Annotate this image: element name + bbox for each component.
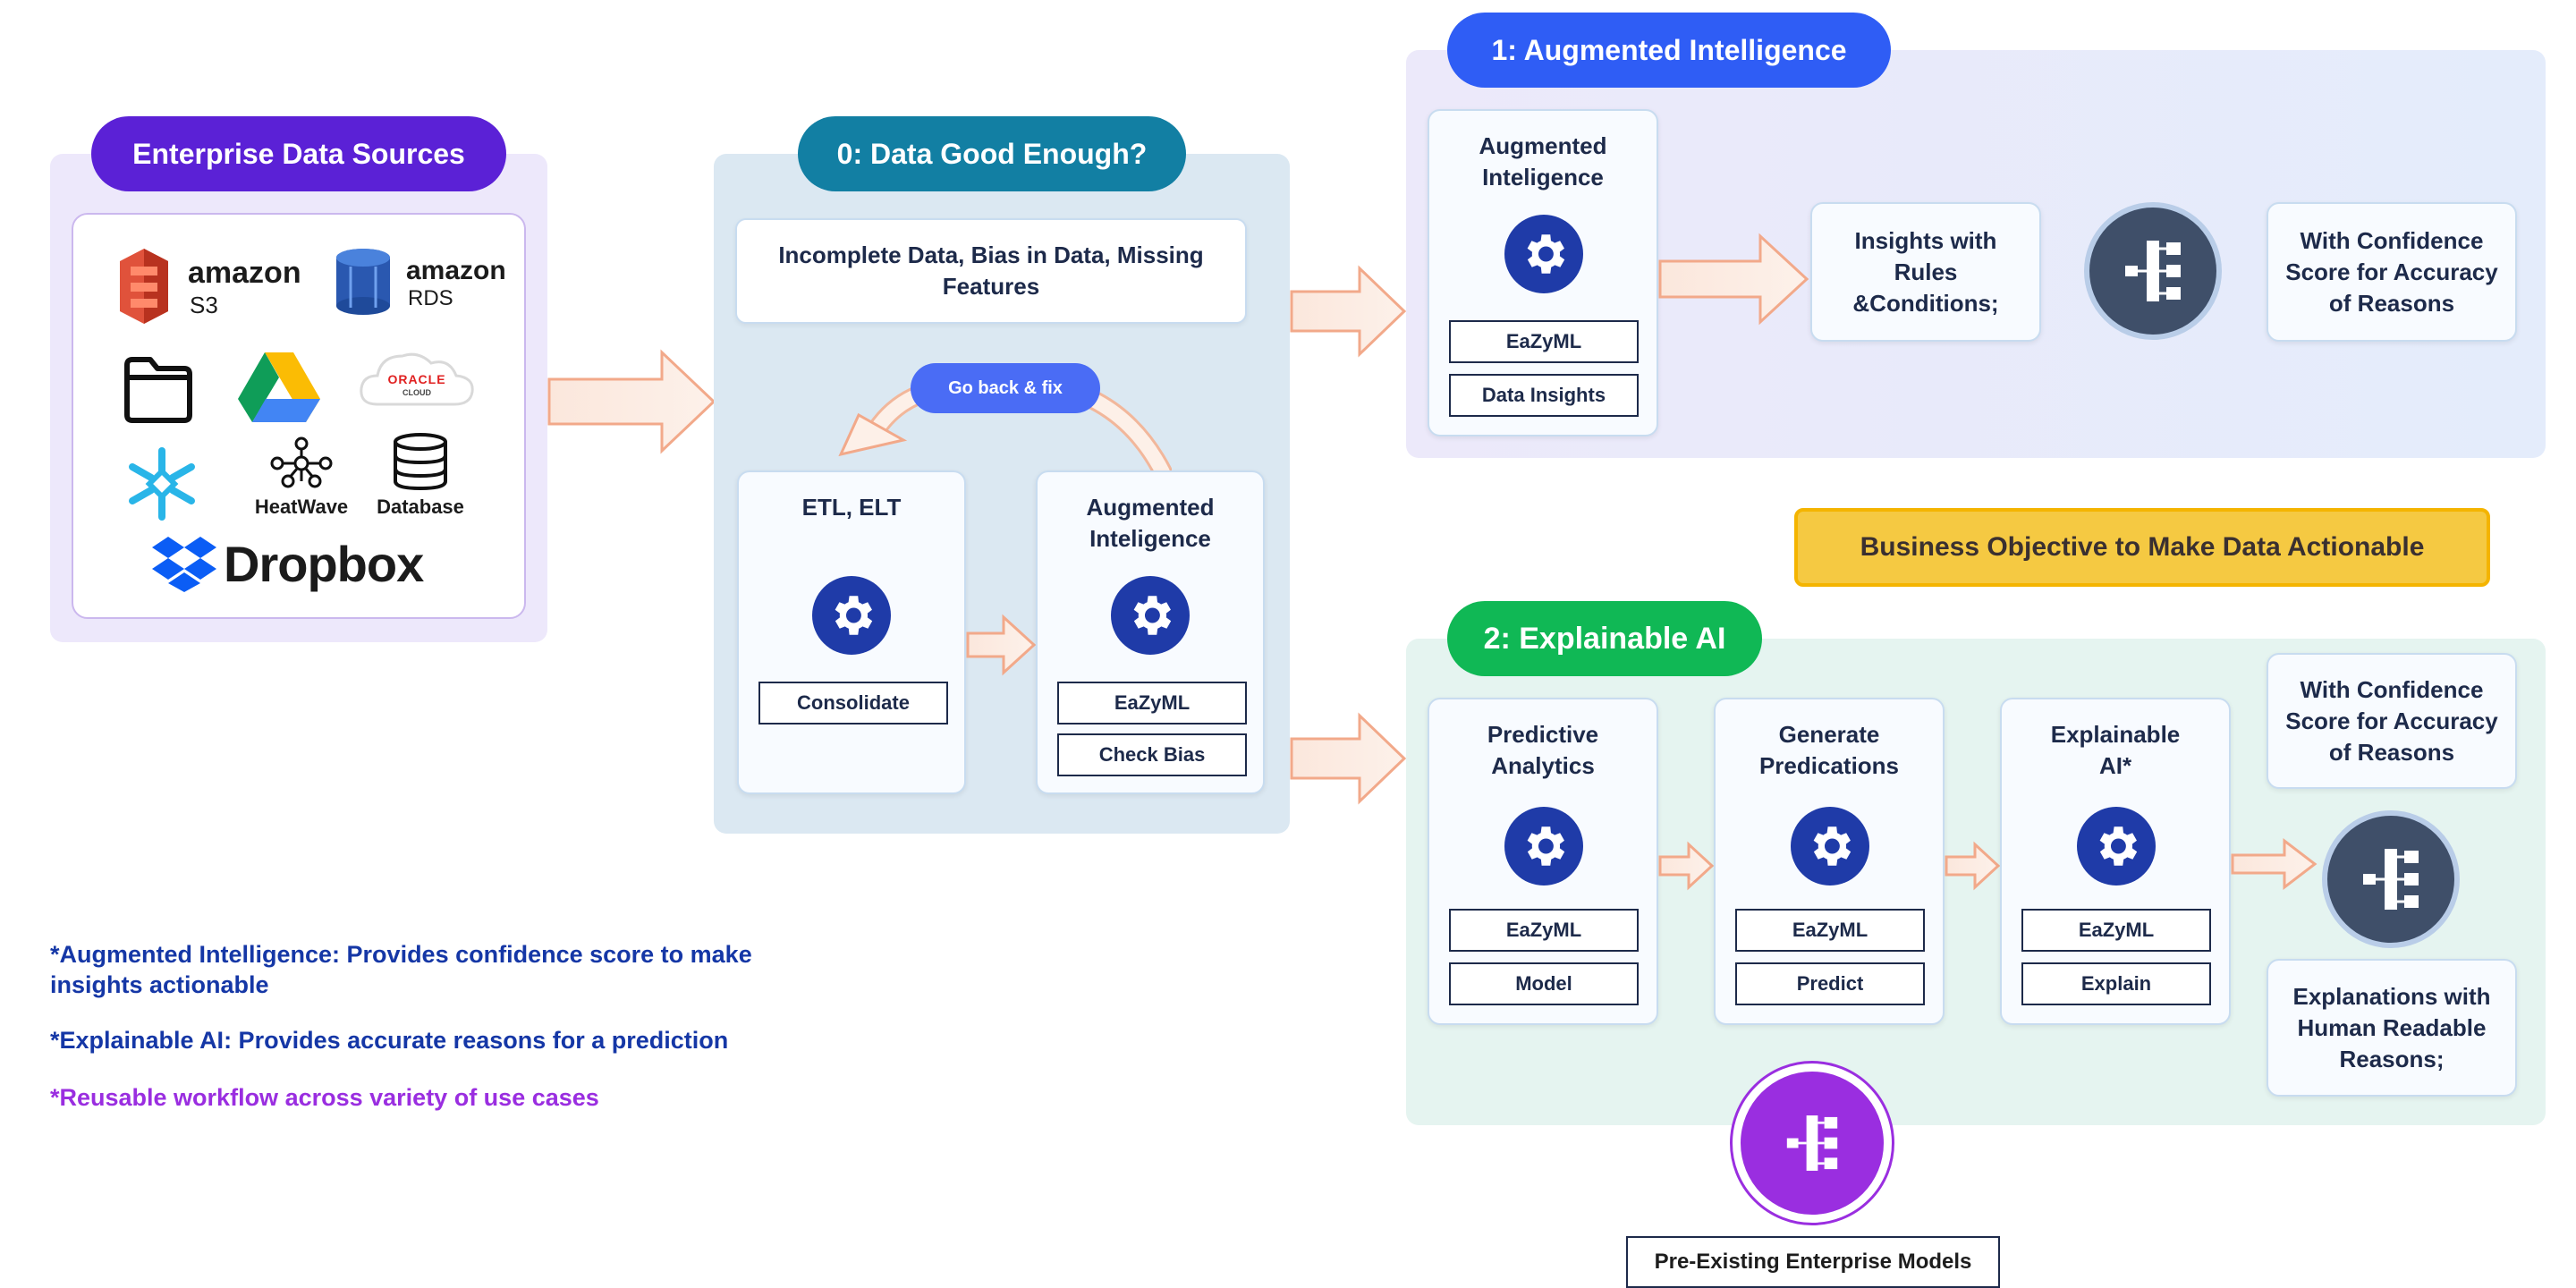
generate-predications-card: Generate Predications EaZyML Predict [1714,698,1945,1025]
amazon-s3-brand: amazon [188,256,301,290]
augmented-gear-icon [1504,215,1583,293]
dropbox-logo: Dropbox [152,535,438,597]
note-explainable: *Explainable AI: Provides accurate reaso… [50,1027,729,1054]
heatwave-logo: HeatWave [252,436,351,522]
amazon-rds-sub: RDS [408,286,453,310]
go-back-fix-button[interactable]: Go back & fix [911,363,1100,413]
augmented-card: Augmented Inteligence EaZyML Data Insigh… [1428,109,1658,436]
explainable-title: 2: Explainable AI [1447,601,1762,676]
data-insights-tag: Data Insights [1449,374,1639,417]
augmented-eazyml-tag: EaZyML [1449,320,1639,363]
dropbox-icon [152,537,216,592]
model-tag: Model [1449,962,1639,1005]
folder-icon [124,357,192,423]
insights-card: Insights with Rules &Conditions; [1810,202,2041,342]
oracle-brand: ORACLE [387,372,446,386]
explainable-confidence-text: With Confidence Score for Accuracy of Re… [2285,675,2498,766]
flow-arrow-to-explainable [1290,712,1407,805]
predictive-analytics-title: Predictive Analytics [1487,721,1599,779]
data-issues-box: Incomplete Data, Bias in Data, Missing F… [735,218,1247,324]
database-icon [394,433,447,491]
amazon-s3-sub: S3 [190,292,218,318]
predictive-eazyml-tag: EaZyML [1449,909,1639,952]
enterprise-models-text: Pre-Existing Enterprise Models [1654,1250,1972,1274]
explanations-card: Explanations with Human Readable Reasons… [2267,959,2517,1097]
cloud-icon [360,352,474,406]
flow-arrow-step1 [1658,841,1715,891]
business-objective-banner: Business Objective to Make Data Actionab… [1794,508,2490,587]
explain-gear-icon [2077,807,2156,886]
generate-gear-icon [1791,807,1869,886]
data-issues-text: Incomplete Data, Bias in Data, Missing F… [778,242,1204,300]
note-augmented: *Augmented Intelligence: Provides confid… [50,941,752,998]
rds-icon [336,249,390,315]
augmented-check-card: Augmented Inteligence EaZyML Check Bias [1036,470,1265,794]
predict-tag: Predict [1735,962,1925,1005]
explain-tag: Explain [2021,962,2211,1005]
database-logo: Database [374,433,467,522]
augmented-check-title: Augmented Inteligence [1086,494,1215,552]
augmented-check-gear-icon [1111,576,1190,655]
explainable-confidence-card: With Confidence Score for Accuracy of Re… [2267,653,2517,789]
flow-arrow-step2 [1945,841,2001,891]
amazon-rds-logo: amazon RDS [333,247,512,318]
etl-gear-icon [812,576,891,655]
sources-title: Enterprise Data Sources [91,116,506,191]
hierarchy-icon-augmented [2084,202,2222,340]
amazon-s3-logo: amazon S3 [111,247,308,326]
oracle-cloud-logo: ORACLE CLOUD [356,345,478,413]
hierarchy-icon-explainable [2322,810,2460,948]
note-reusable: *Reusable workflow across variety of use… [50,1084,599,1111]
predictive-gear-icon [1504,807,1583,886]
consolidate-tag: Consolidate [758,682,948,724]
heatwave-label: HeatWave [254,496,349,518]
flow-arrow-etl [966,614,1037,676]
enterprise-models-label: Pre-Existing Enterprise Models [1626,1236,2000,1288]
augmented-title: 1: Augmented Intelligence [1447,13,1891,88]
explainable-ai-card-title: Explainable AI* [2050,721,2181,779]
s3-icon [120,249,168,324]
etl-card: ETL, ELT Consolidate [737,470,966,794]
dropbox-label: Dropbox [224,536,424,592]
oracle-sub: CLOUD [402,388,431,397]
explain-eazyml-tag: EaZyML [2021,909,2211,952]
snowflake-icon [129,447,195,521]
flow-arrow-step3 [2231,837,2318,891]
explanations-text: Explanations with Human Readable Reasons… [2292,982,2491,1072]
insights-text: Insights with Rules &Conditions; [1852,226,1999,317]
augmented-card-title: Augmented Inteligence [1479,132,1607,191]
heatwave-icon [270,436,333,488]
explainable-ai-card: Explainable AI* EaZyML Explain [2000,698,2231,1025]
eazyml-tag: EaZyML [1057,682,1247,724]
amazon-rds-brand: amazon [406,256,506,285]
augmented-confidence-card: With Confidence Score for Accuracy of Re… [2267,202,2517,342]
flow-arrow-sources [547,349,716,454]
generate-eazyml-tag: EaZyML [1735,909,1925,952]
predictive-analytics-card: Predictive Analytics EaZyML Model [1428,698,1658,1025]
flow-arrow-to-augmented [1290,265,1407,358]
generate-predications-title: Generate Predications [1758,721,1900,779]
database-label: Database [377,496,464,518]
data-check-title: 0: Data Good Enough? [798,116,1186,191]
check-bias-tag: Check Bias [1057,733,1247,776]
enterprise-models-icon [1741,1072,1884,1215]
etl-title: ETL, ELT [801,494,902,521]
google-drive-icon [238,352,320,422]
flow-arrow-insights [1658,233,1809,326]
business-objective-text: Business Objective to Make Data Actionab… [1860,532,2425,562]
augmented-confidence-text: With Confidence Score for Accuracy of Re… [2285,226,2498,317]
